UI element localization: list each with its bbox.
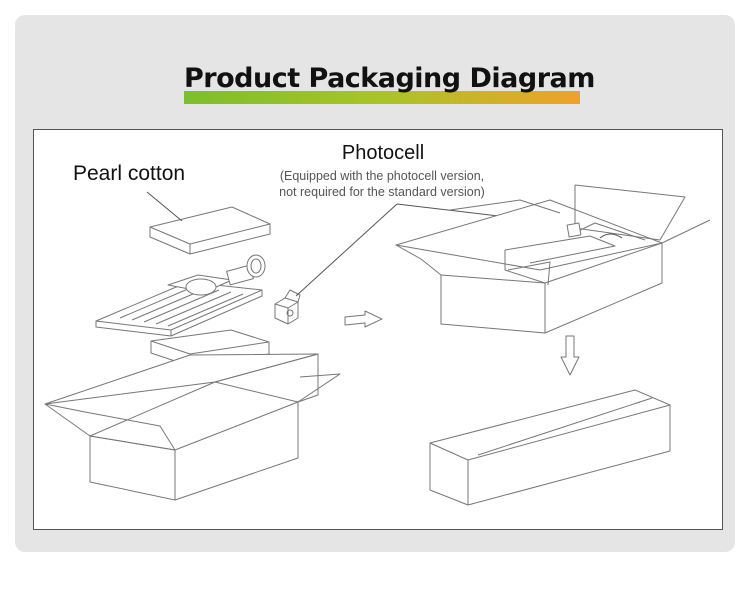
photocell-leader-line xyxy=(295,203,398,297)
street-light-fixture xyxy=(95,254,266,337)
pearl-cotton-top-pad xyxy=(149,206,271,255)
open-box-left xyxy=(44,353,341,501)
arrow-right-icon xyxy=(344,310,383,328)
closed-box xyxy=(429,389,671,506)
diagram-frame xyxy=(33,129,723,530)
title-block: Product Packaging Diagram xyxy=(184,63,595,104)
photocell-note-line1: (Equipped with the photocell version, xyxy=(279,169,485,183)
photocell-note-line2: not required for the standard version) xyxy=(279,185,485,199)
title-gradient-bar xyxy=(184,91,580,104)
pearl-cotton-label: Pearl cotton xyxy=(73,162,186,185)
pearl-cotton-leader-line xyxy=(146,191,183,222)
photocell-label: Photocell xyxy=(341,142,425,164)
open-box-with-product xyxy=(395,184,711,334)
photocell-box xyxy=(274,289,301,325)
page-title: Product Packaging Diagram xyxy=(184,63,595,94)
arrow-down-icon xyxy=(560,335,580,376)
